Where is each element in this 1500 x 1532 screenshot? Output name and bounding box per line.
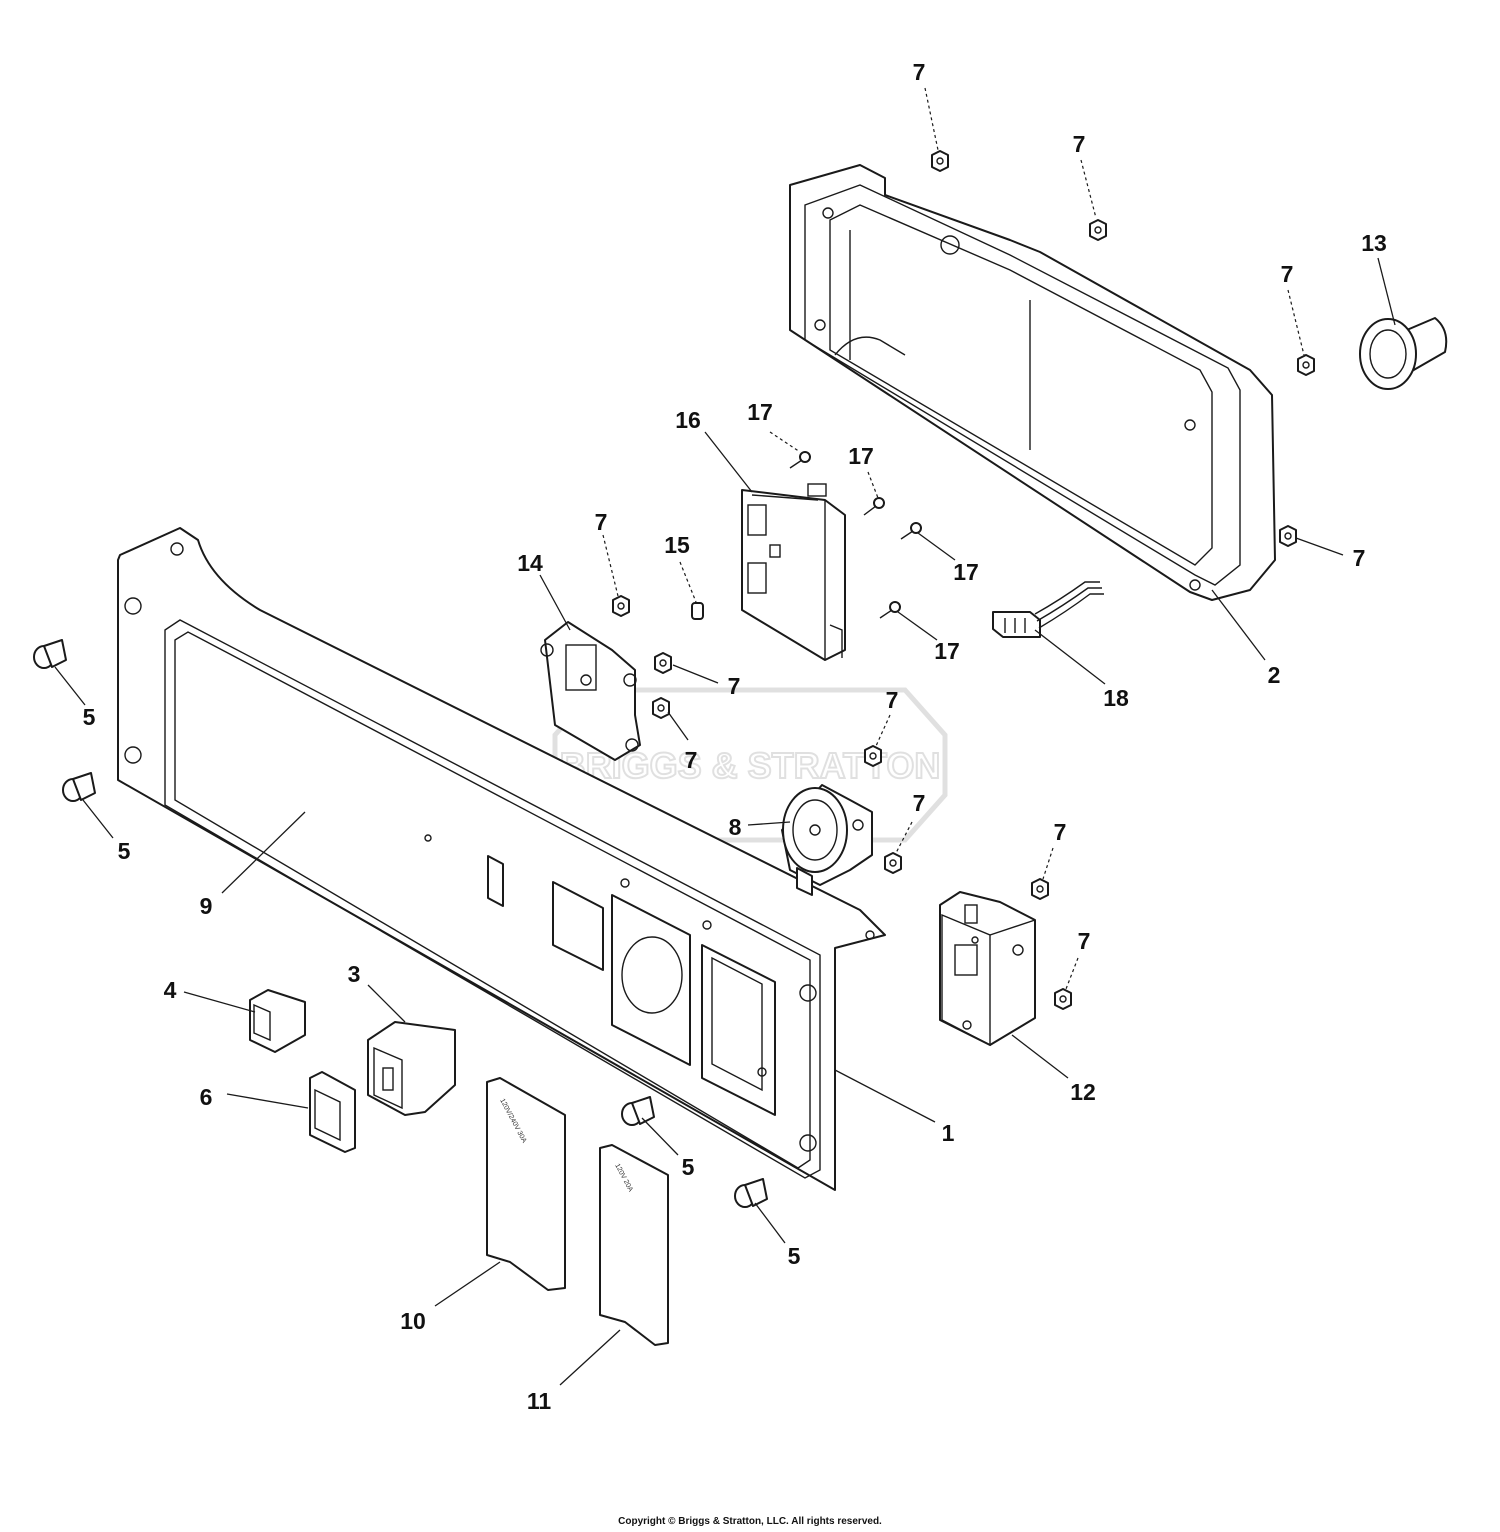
callout-7: 7 <box>1353 545 1366 571</box>
callout-17: 17 <box>934 638 960 664</box>
callout-14: 14 <box>517 550 543 576</box>
callout-1: 1 <box>942 1120 955 1146</box>
callout-16: 16 <box>675 407 701 433</box>
pin <box>691 602 704 620</box>
copyright-notice: Copyright © Briggs & Stratton, LLC. All … <box>618 1516 882 1527</box>
callout-11: 11 <box>527 1388 552 1414</box>
callout-5: 5 <box>83 704 96 730</box>
callout-17: 17 <box>848 443 874 469</box>
outlet-cover-20a: 120V 20A <box>599 1144 669 1346</box>
callout-3: 3 <box>348 961 361 987</box>
callout-2: 2 <box>1268 662 1281 688</box>
callout-7: 7 <box>1073 131 1086 157</box>
leader-lines <box>54 87 1396 1386</box>
callout-7: 7 <box>1078 928 1091 954</box>
hex-nut-set <box>612 150 1315 1010</box>
callout-6: 6 <box>200 1084 213 1110</box>
callout-8: 8 <box>729 814 742 840</box>
callout-15: 15 <box>664 532 690 558</box>
callout-7: 7 <box>728 673 741 699</box>
callout-5: 5 <box>682 1154 695 1180</box>
callout-7: 7 <box>1054 819 1067 845</box>
bolt-set <box>33 639 768 1208</box>
housing-box <box>789 164 1276 601</box>
callout-7: 7 <box>913 59 926 85</box>
gfci-outlet <box>939 891 1036 1047</box>
callout-18: 18 <box>1103 685 1129 711</box>
callout-17: 17 <box>953 559 979 585</box>
switch-cover <box>309 1071 356 1153</box>
callout-9: 9 <box>200 893 213 919</box>
callout-5: 5 <box>788 1243 801 1269</box>
callout-7: 7 <box>913 790 926 816</box>
outlet-cover-30a: 120V/240V 30A <box>486 1077 566 1291</box>
callout-7: 7 <box>886 687 899 713</box>
circuit-breaker <box>367 1021 456 1116</box>
callout-17: 17 <box>747 399 773 425</box>
callout-labels: 7 7 13 7 17 16 17 17 7 7 15 14 17 2 18 7… <box>83 59 1387 1414</box>
circuit-board <box>741 483 846 661</box>
callout-5: 5 <box>118 838 131 864</box>
callout-13: 13 <box>1361 230 1387 256</box>
control-panel <box>117 527 886 1191</box>
wire-connector <box>992 581 1104 638</box>
callout-10: 10 <box>400 1308 426 1334</box>
screw-set <box>789 451 922 619</box>
twistlock-receptacle <box>781 784 873 896</box>
mounting-bracket <box>540 621 641 761</box>
callout-7: 7 <box>595 509 608 535</box>
callout-7: 7 <box>685 747 698 773</box>
rocker-switch <box>249 989 306 1053</box>
callout-12: 12 <box>1070 1079 1096 1105</box>
callout-7: 7 <box>1281 261 1294 287</box>
callout-4: 4 <box>164 977 177 1003</box>
grommet <box>1359 317 1448 390</box>
